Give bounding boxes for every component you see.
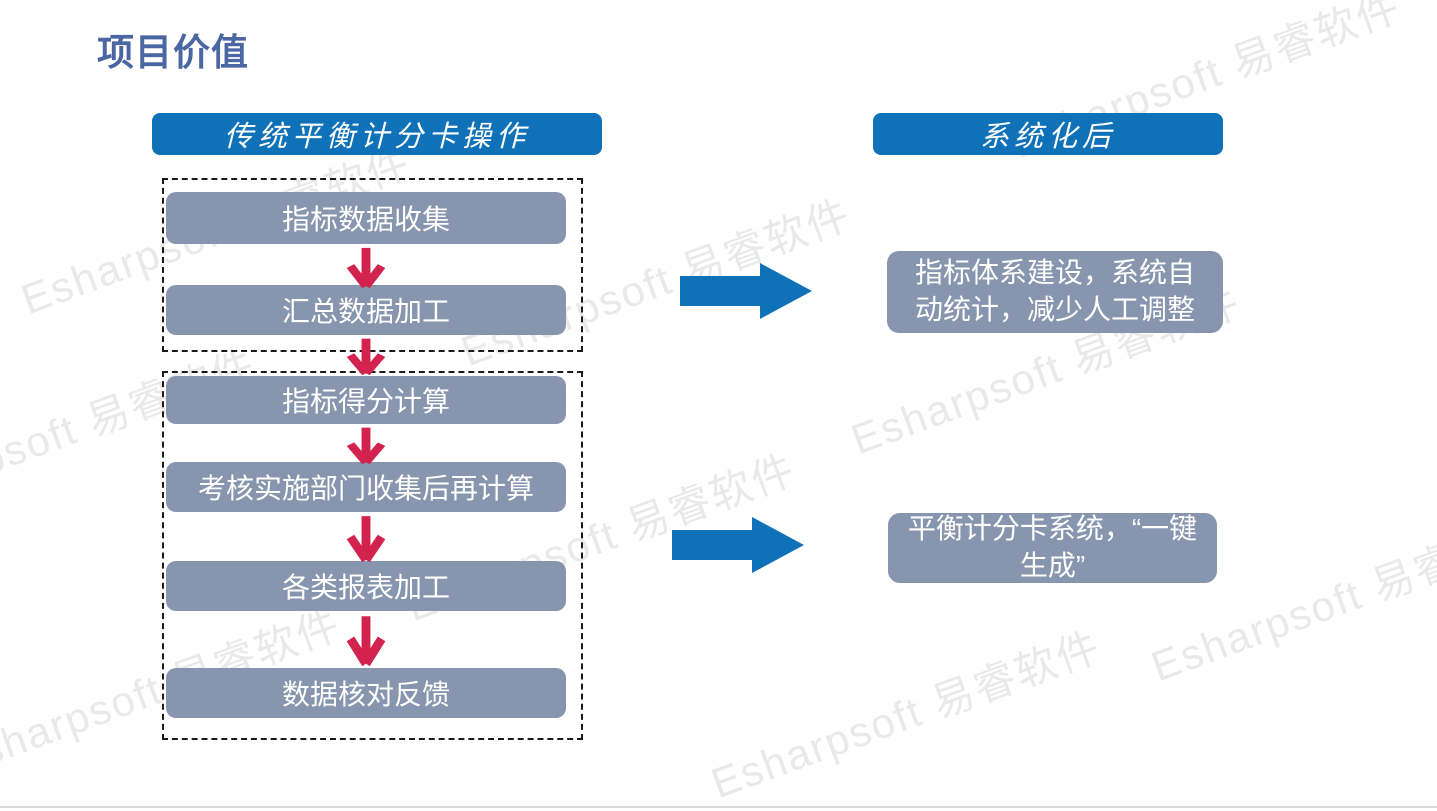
down-arrow-icon <box>346 514 386 562</box>
down-arrow-icon <box>346 246 386 288</box>
flow-step: 考核实施部门收集后再计算 <box>166 462 566 512</box>
down-arrow-icon <box>346 614 386 666</box>
down-arrow-icon <box>346 426 386 464</box>
flow-step: 指标数据收集 <box>166 192 566 244</box>
page-title: 项目价值 <box>97 32 249 73</box>
right-arrow-icon <box>680 263 812 319</box>
down-arrow-icon <box>346 337 386 375</box>
flow-step: 数据核对反馈 <box>166 668 566 718</box>
flow-step: 指标得分计算 <box>166 376 566 424</box>
result-box: 指标体系建设，系统自动统计，减少人工调整 <box>887 251 1223 333</box>
left-column-header: 传统平衡计分卡操作 <box>152 113 602 155</box>
right-column-header: 系统化后 <box>873 113 1223 155</box>
flow-step: 各类报表加工 <box>166 561 566 611</box>
flow-step: 汇总数据加工 <box>166 285 566 335</box>
dashed-group-2 <box>162 371 583 740</box>
result-box: 平衡计分卡系统，“一键生成” <box>888 513 1217 583</box>
right-arrow-icon <box>672 517 804 573</box>
slide-bottom-edge <box>0 806 1437 808</box>
dashed-group-1 <box>162 178 583 352</box>
